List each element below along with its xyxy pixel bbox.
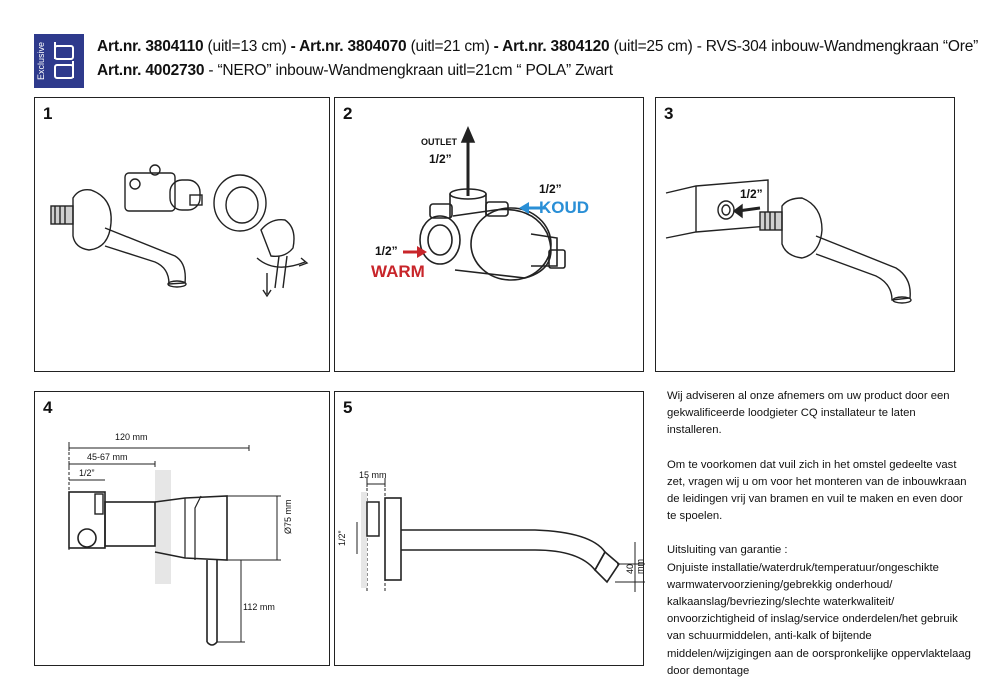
dim-112mm: 112 mm [243,602,275,612]
step-number: 1 [43,104,53,123]
logo-mark-icon [54,42,74,79]
dimension-drawing-side-view [68,442,281,646]
dim-120mm: 120 mm [115,432,148,442]
step-3-panel: 3 1/2” [655,97,955,372]
dim-half-inch: 1/2” [337,530,347,546]
valve-body-illustration [403,125,566,281]
step-5-panel: 5 15 mm 1/2” 40 mm [334,391,645,666]
title-art-1-len: (uitl=13 cm) [203,38,287,55]
step-1-panel: 1 [34,97,330,372]
connection-size: 1/2” [740,187,763,201]
outlet-label: OUTLET [421,137,457,147]
dim-40mm: 40 mm [625,559,645,574]
title-art-4-desc: - “NERO” inbouw-Wandmengkraan uitl=21cm … [204,62,613,79]
dim-75mm: Ø75 mm [283,499,293,534]
title-art-3-desc: (uitl=25 cm) - RVS-304 inbouw-Wandmengkr… [609,38,979,55]
title-art-2: - Art.nr. 3804070 [286,38,407,55]
spout-dimension-drawing [356,478,645,592]
title-art-4: Art.nr. 4002730 [97,62,205,79]
title-art-3: - Art.nr. 3804120 [489,38,610,55]
title-line-2: Art.nr. 4002730 - “NERO” inbouw-Wandmeng… [97,62,613,80]
logo-text: Exclusive [36,41,46,80]
step-2-panel: 2 OUTLET 1/2” 1/2” KOUD 1/2” WARM [334,97,644,372]
outlet-size: 1/2” [429,152,452,166]
step-number: 3 [664,104,674,123]
step-number: 2 [343,104,353,123]
dim-45-67mm: 45-67 mm [87,452,128,462]
step-number: 5 [343,398,353,417]
dim-15mm: 15 mm [359,470,387,480]
notes-flush: Om te voorkomen dat vuil zich in het oms… [667,458,967,523]
dim-half-inch: 1/2” [79,468,95,478]
notes-warranty-body: Onjuiste installatie/waterdruk/temperatu… [667,561,971,677]
installation-notes: Wij adviseren al onze afnemers om uw pro… [667,388,972,680]
red-arrow-icon [403,246,427,258]
title-art-2-len: (uitl=21 cm) [406,38,490,55]
notes-advice: Wij adviseren al onze afnemers om uw pro… [667,390,950,437]
spout-mounting-illustration [665,179,912,304]
warm-label: WARM [371,262,425,281]
koud-size: 1/2” [539,182,562,196]
step-number: 4 [43,398,53,417]
step-4-panel: 4 120 mm 45-67 mm 1/2” Ø75 mm 112 mm [34,391,330,666]
brand-logo: Exclusive [34,34,84,88]
title-line-1: Art.nr. 3804110 (uitl=13 cm) - Art.nr. 3… [97,38,978,56]
spout-and-valve-exploded-illustration [50,164,309,298]
notes-warranty-title: Uitsluiting van garantie : [667,544,788,557]
title-art-1: Art.nr. 3804110 [97,38,204,55]
koud-label: KOUD [539,198,590,217]
warm-size: 1/2” [375,244,398,258]
blue-arrow-icon [519,202,545,214]
